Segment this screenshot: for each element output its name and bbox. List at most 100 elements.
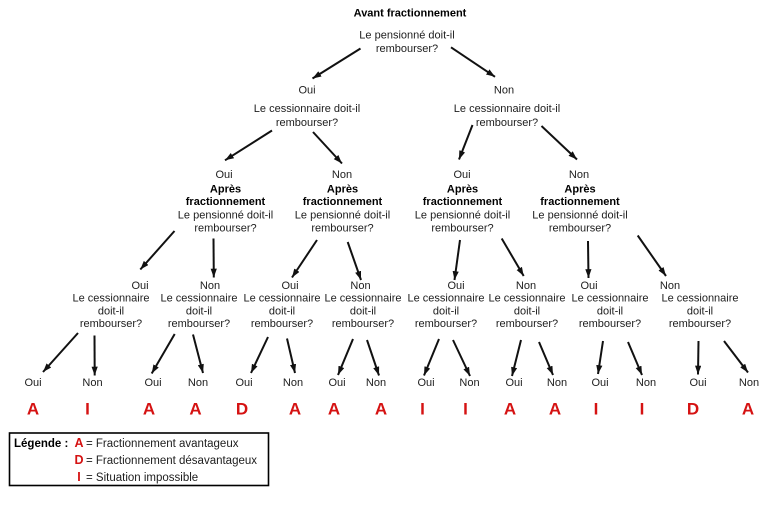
svg-text:A: A [504, 400, 516, 419]
svg-text:A: A [328, 400, 340, 419]
svg-text:A: A [189, 400, 201, 419]
svg-text:Le cessionnaire doit-il: Le cessionnaire doit-il [454, 103, 560, 115]
svg-text:Non: Non [459, 377, 479, 389]
svg-text:Non: Non [547, 377, 567, 389]
svg-text:rembourser?: rembourser? [311, 223, 373, 235]
svg-text:rembourser?: rembourser? [332, 318, 394, 330]
svg-text:I: I [640, 400, 645, 419]
svg-text:rembourser?: rembourser? [431, 223, 493, 235]
svg-text:Après: Après [210, 184, 241, 196]
svg-text:I: I [85, 400, 90, 419]
svg-text:rembourser?: rembourser? [496, 318, 558, 330]
svg-text:rembourser?: rembourser? [194, 223, 256, 235]
svg-text:A: A [27, 400, 39, 419]
svg-text:Le pensionné doit-il: Le pensionné doit-il [532, 210, 627, 222]
svg-text:Le pensionné doit-il: Le pensionné doit-il [178, 210, 273, 222]
svg-text:Non: Non [660, 280, 680, 292]
svg-text:doit-il: doit-il [514, 306, 540, 318]
svg-text:Avant fractionnement: Avant fractionnement [354, 8, 467, 20]
svg-text:rembourser?: rembourser? [476, 117, 538, 129]
svg-text:fractionnement: fractionnement [423, 196, 503, 208]
svg-text:rembourser?: rembourser? [251, 318, 313, 330]
svg-text:Oui: Oui [281, 280, 298, 292]
svg-text:doit-il: doit-il [687, 306, 713, 318]
svg-text:Après: Après [447, 184, 478, 196]
svg-text:fractionnement: fractionnement [540, 196, 620, 208]
svg-text:Oui: Oui [298, 85, 315, 97]
svg-text:rembourser?: rembourser? [276, 117, 338, 129]
svg-text:Légende :: Légende : [14, 438, 68, 450]
svg-text:Le cessionnaire: Le cessionnaire [243, 293, 320, 305]
svg-text:Le cessionnaire: Le cessionnaire [661, 293, 738, 305]
svg-text:Non: Non [200, 280, 220, 292]
svg-text:Non: Non [366, 377, 386, 389]
svg-text:I: I [420, 400, 425, 419]
svg-text:D: D [236, 400, 248, 419]
svg-text:doit-il: doit-il [269, 306, 295, 318]
svg-text:rembourser?: rembourser? [579, 318, 641, 330]
svg-text:A: A [742, 400, 754, 419]
svg-text:Oui: Oui [144, 377, 161, 389]
svg-text:doit-il: doit-il [433, 306, 459, 318]
svg-text:rembourser?: rembourser? [168, 318, 230, 330]
svg-text:Le cessionnaire: Le cessionnaire [72, 293, 149, 305]
svg-text:A: A [74, 436, 83, 450]
svg-text:Non: Non [494, 85, 514, 97]
svg-text:doit-il: doit-il [186, 306, 212, 318]
svg-text:Le cessionnaire doit-il: Le cessionnaire doit-il [254, 103, 360, 115]
svg-text:Non: Non [516, 280, 536, 292]
svg-text:Oui: Oui [417, 377, 434, 389]
svg-text:Oui: Oui [24, 377, 41, 389]
svg-text:fractionnement: fractionnement [186, 196, 266, 208]
svg-text:A: A [143, 400, 155, 419]
svg-text:rembourser?: rembourser? [80, 318, 142, 330]
svg-text:fractionnement: fractionnement [303, 196, 383, 208]
svg-text:Le cessionnaire: Le cessionnaire [488, 293, 565, 305]
svg-text:A: A [289, 400, 301, 419]
svg-text:= Fractionnement désavantageux: = Fractionnement désavantageux [86, 455, 257, 467]
svg-text:Non: Non [350, 280, 370, 292]
svg-text:Non: Non [636, 377, 656, 389]
svg-text:rembourser?: rembourser? [549, 223, 611, 235]
svg-text:Oui: Oui [447, 280, 464, 292]
svg-text:Oui: Oui [131, 280, 148, 292]
svg-text:D: D [74, 453, 83, 467]
svg-text:I: I [594, 400, 599, 419]
svg-text:A: A [549, 400, 561, 419]
svg-text:= Fractionnement avantageux: = Fractionnement avantageux [86, 438, 239, 450]
svg-text:Le cessionnaire: Le cessionnaire [160, 293, 237, 305]
svg-text:Non: Non [739, 377, 759, 389]
svg-text:rembourser?: rembourser? [376, 43, 438, 55]
svg-text:D: D [687, 400, 699, 419]
svg-text:I: I [77, 470, 80, 484]
svg-text:Le cessionnaire: Le cessionnaire [407, 293, 484, 305]
svg-text:= Situation impossible: = Situation impossible [86, 472, 198, 484]
svg-text:Oui: Oui [453, 169, 470, 181]
svg-text:A: A [375, 400, 387, 419]
svg-text:Le pensionné doit-il: Le pensionné doit-il [359, 30, 454, 42]
svg-text:Le pensionné doit-il: Le pensionné doit-il [415, 210, 510, 222]
svg-text:Oui: Oui [235, 377, 252, 389]
svg-text:doit-il: doit-il [597, 306, 623, 318]
svg-text:Oui: Oui [591, 377, 608, 389]
svg-text:Oui: Oui [505, 377, 522, 389]
svg-text:Oui: Oui [689, 377, 706, 389]
svg-text:Non: Non [569, 169, 589, 181]
svg-text:Le pensionné doit-il: Le pensionné doit-il [295, 210, 390, 222]
svg-text:Après: Après [564, 184, 595, 196]
svg-text:Non: Non [283, 377, 303, 389]
svg-text:Non: Non [332, 169, 352, 181]
svg-text:I: I [463, 400, 468, 419]
svg-text:Oui: Oui [580, 280, 597, 292]
svg-text:Oui: Oui [215, 169, 232, 181]
svg-text:rembourser?: rembourser? [415, 318, 477, 330]
svg-text:doit-il: doit-il [98, 306, 124, 318]
svg-text:Non: Non [188, 377, 208, 389]
svg-text:Non: Non [82, 377, 102, 389]
svg-text:Après: Après [327, 184, 358, 196]
svg-text:rembourser?: rembourser? [669, 318, 731, 330]
svg-text:Le cessionnaire: Le cessionnaire [571, 293, 648, 305]
svg-text:Oui: Oui [328, 377, 345, 389]
svg-text:doit-il: doit-il [350, 306, 376, 318]
svg-text:Le cessionnaire: Le cessionnaire [324, 293, 401, 305]
